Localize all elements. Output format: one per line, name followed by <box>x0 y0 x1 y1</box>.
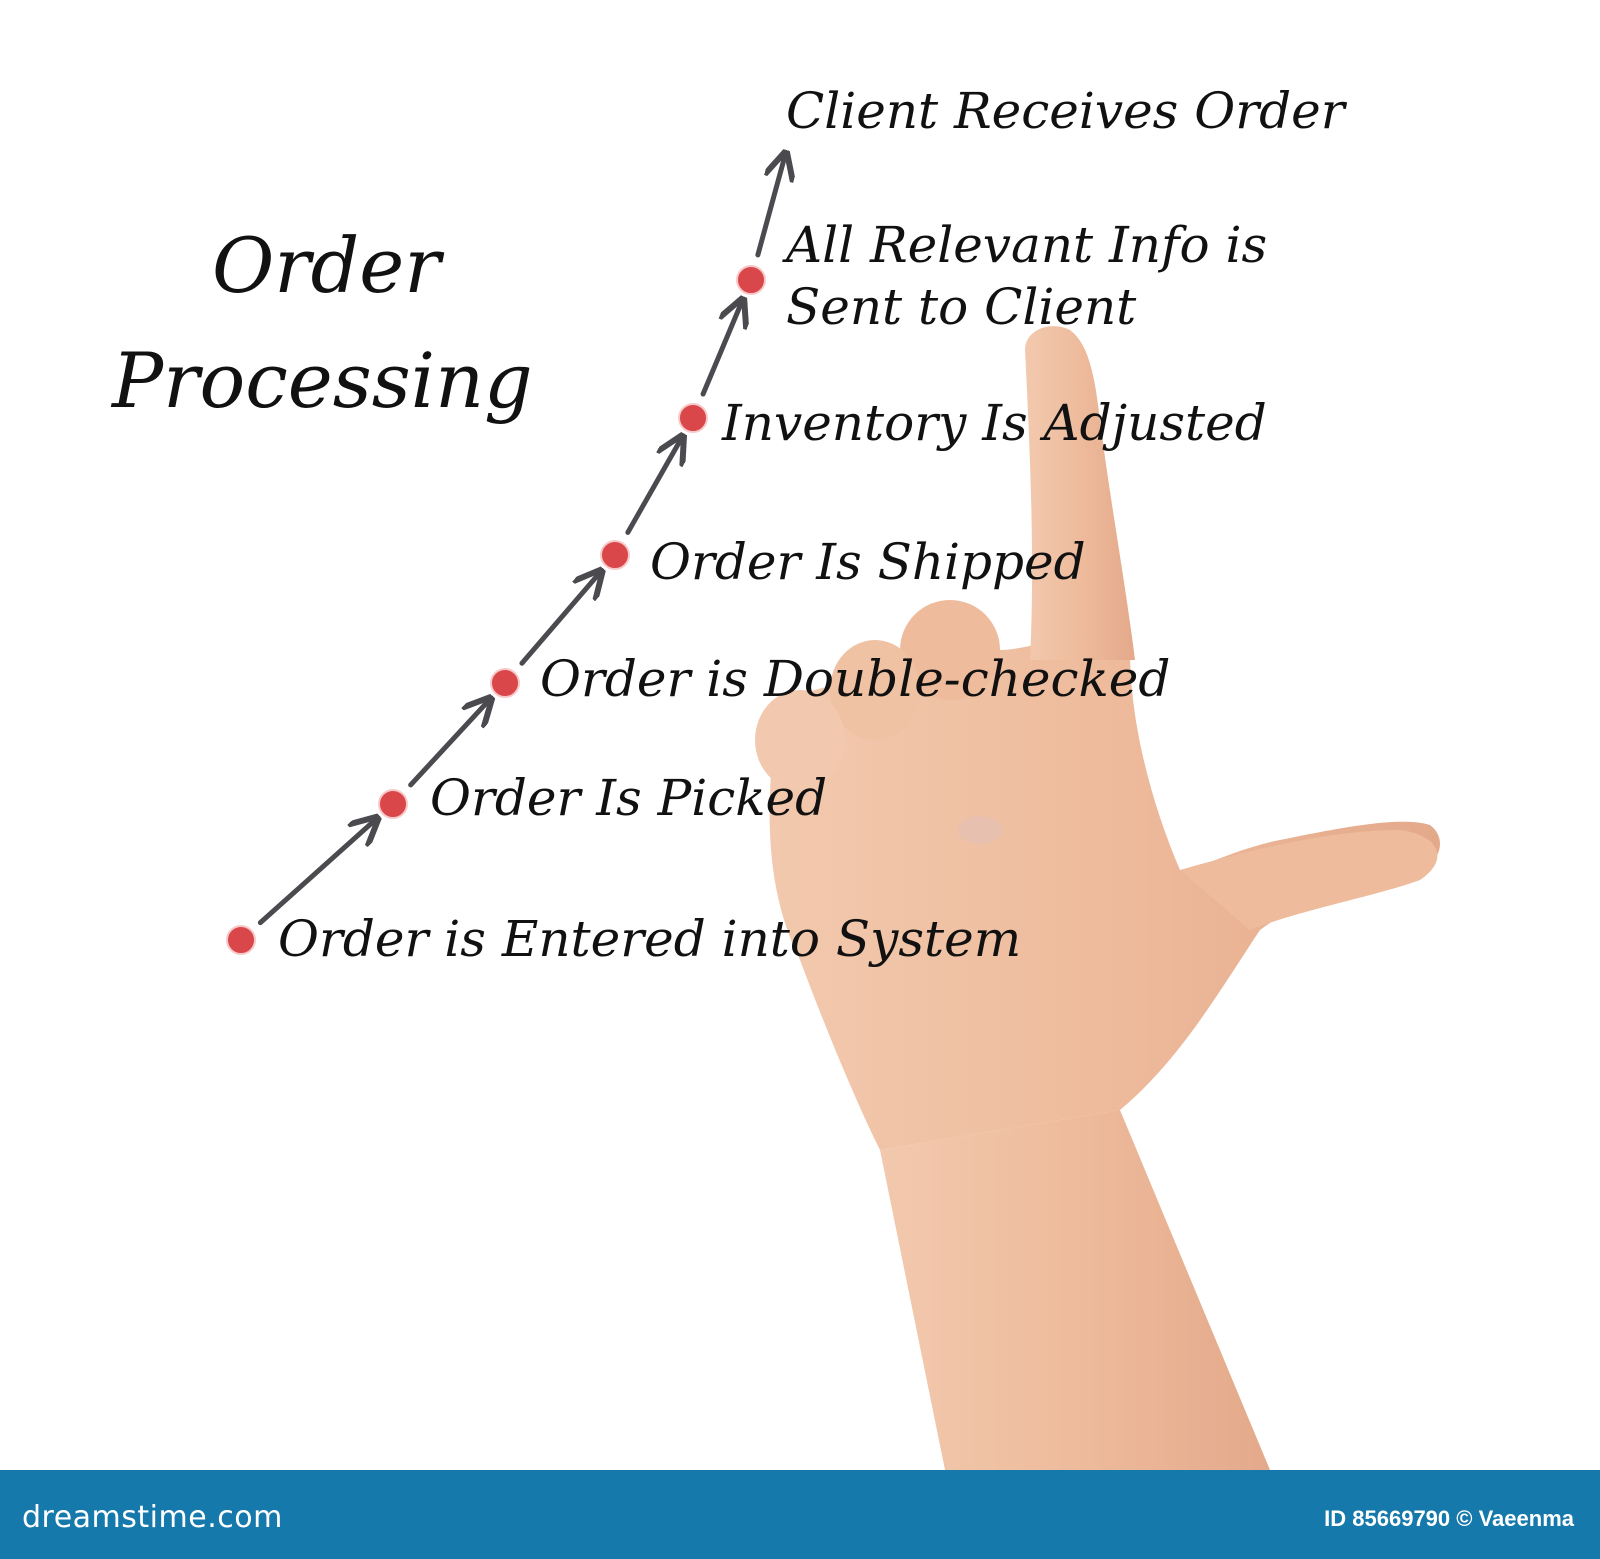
step-dot-3 <box>490 668 520 698</box>
step-dot-1 <box>226 925 256 955</box>
title-line-2: Processing <box>112 343 533 419</box>
footer-brand: dreamstime.com <box>22 1500 283 1535</box>
step-arrow-6 <box>758 156 785 255</box>
step-dot-4 <box>600 540 630 570</box>
step-dot-6 <box>736 265 766 295</box>
step-label-1: Order is Entered into System <box>278 914 1021 964</box>
step-label-4: Order Is Shipped <box>650 537 1086 587</box>
step-label-5: Inventory Is Adjusted <box>722 398 1267 448</box>
step-arrow-5 <box>703 302 742 394</box>
step-dot-2 <box>378 789 408 819</box>
step-arrow-4 <box>628 439 681 533</box>
title-line-1: Order <box>212 228 441 304</box>
step-label-2: Order Is Picked <box>430 773 827 823</box>
step-arrow-1 <box>260 820 375 923</box>
step-label-6b: Sent to Client <box>786 282 1136 332</box>
step-dot-5 <box>678 403 708 433</box>
footer-bar: dreamstime.com ID 85669790 © Vaeenma <box>0 1470 1600 1559</box>
step-label-6a: All Relevant Info is <box>786 220 1267 270</box>
step-label-3: Order is Double-checked <box>540 654 1170 704</box>
step-label-7: Client Receives Order <box>786 86 1345 136</box>
footer-credit: ID 85669790 © Vaeenma <box>1324 1506 1574 1532</box>
